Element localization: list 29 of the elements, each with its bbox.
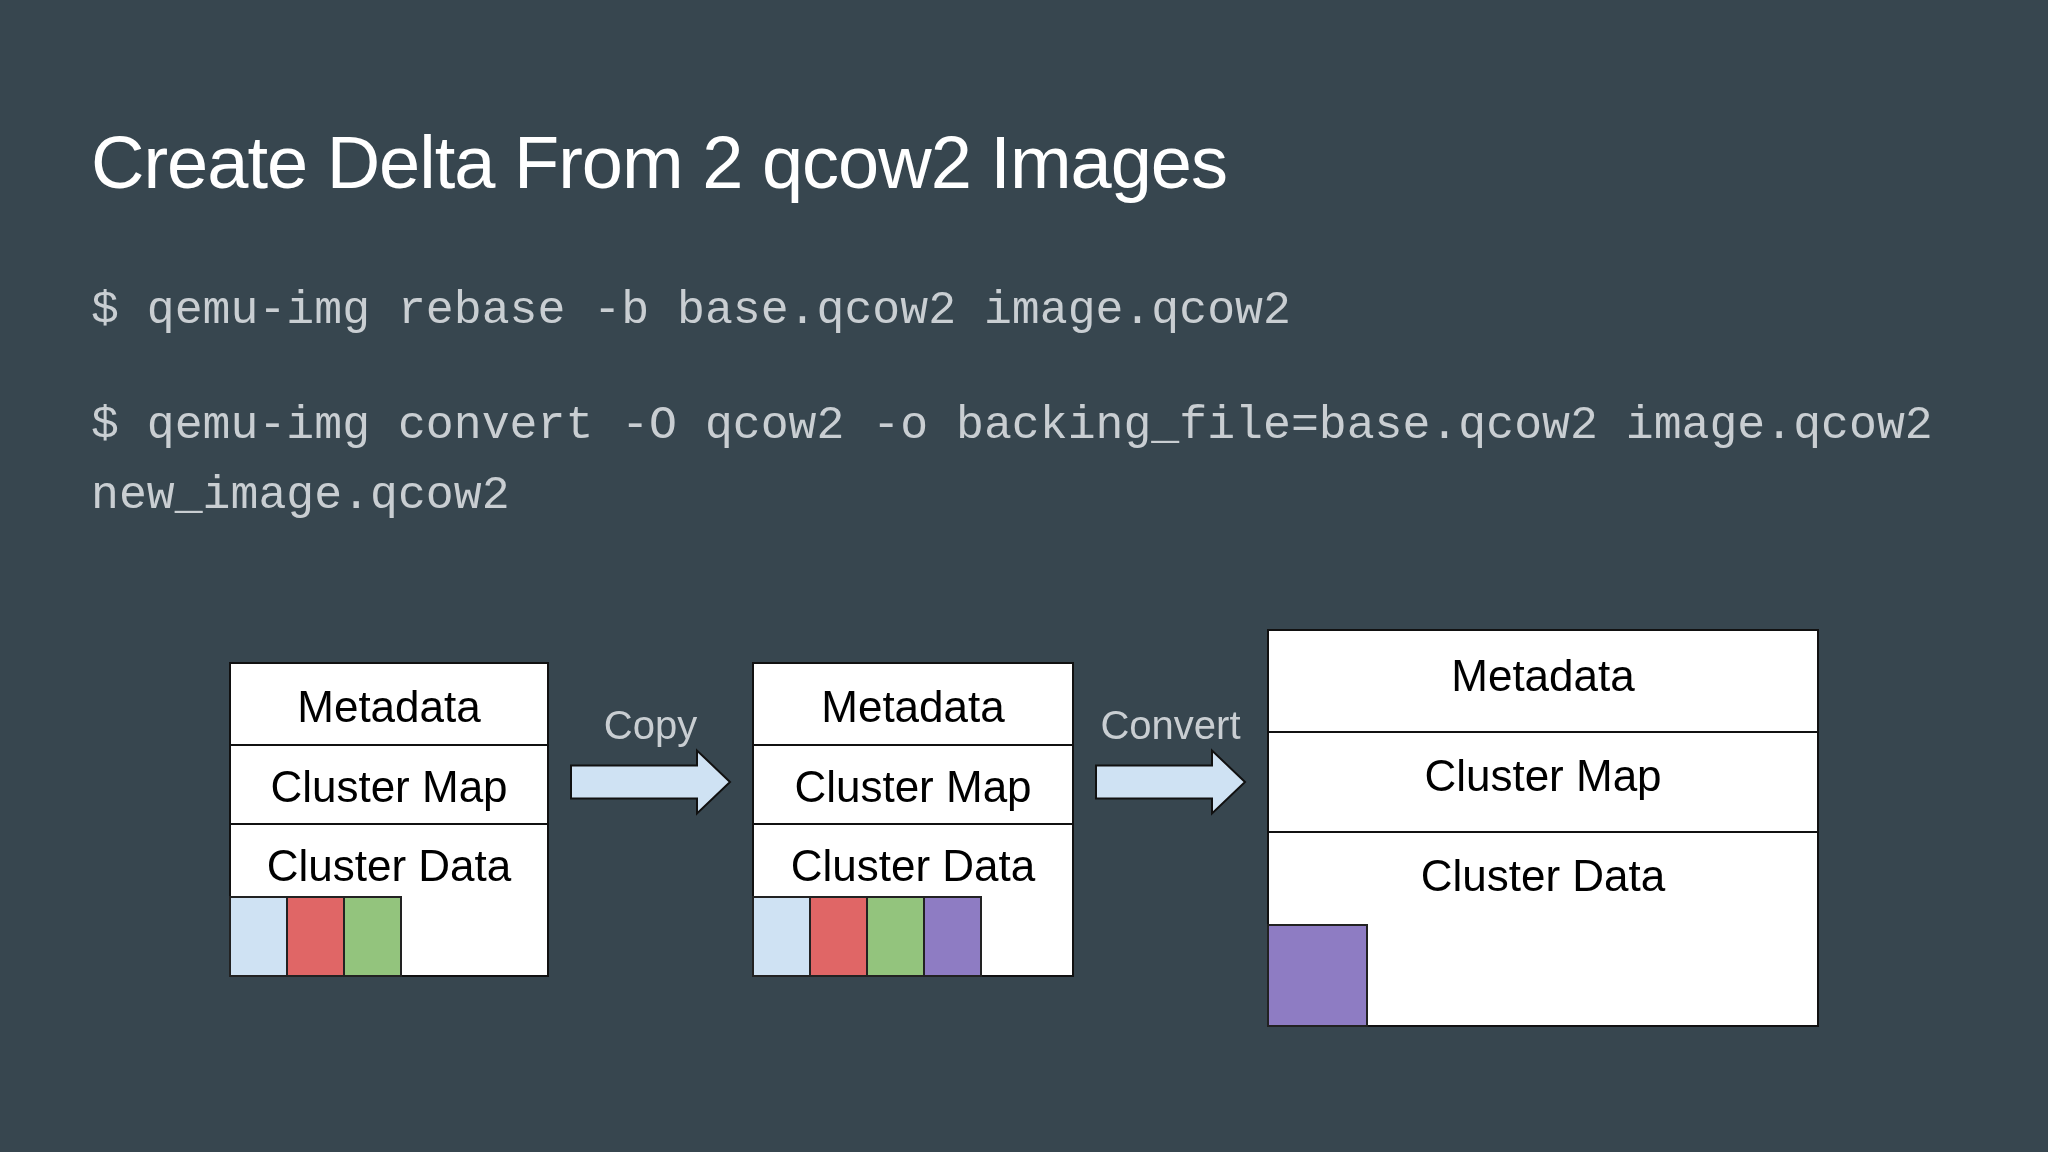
cluster-block <box>286 896 345 977</box>
arrow-label: Convert <box>1100 702 1241 749</box>
cluster-block <box>752 896 811 977</box>
section-label: Metadata <box>821 682 1005 732</box>
section-label: Cluster Data <box>1420 851 1666 901</box>
cluster-block <box>809 896 868 977</box>
section-label: Cluster Map <box>270 762 508 812</box>
image-file-box <box>229 662 549 977</box>
cluster-block <box>343 896 402 977</box>
file-section <box>231 823 547 975</box>
section-label: Cluster Map <box>1424 751 1662 801</box>
block-arrow <box>570 748 732 816</box>
block-arrow <box>1095 748 1247 816</box>
cluster-block <box>866 896 925 977</box>
section-label: Metadata <box>297 682 481 732</box>
section-label: Metadata <box>1451 651 1635 701</box>
command-line: $ qemu-img convert -O qcow2 -o backing_file=base.qcow2 image.qcow2 new_image.qcow2 <box>91 398 1934 524</box>
command-line: $ qemu-img rebase -b base.qcow2 image.qcow2 <box>91 283 1292 339</box>
cluster-block <box>923 896 982 977</box>
image-file-box <box>1267 629 1819 1027</box>
arrow-label: Copy <box>603 702 698 749</box>
file-section <box>754 823 1072 975</box>
image-file-box <box>752 662 1074 977</box>
cluster-block <box>1267 924 1368 1027</box>
section-label: Cluster Map <box>794 762 1032 812</box>
section-label: Cluster Data <box>266 841 512 891</box>
cluster-block <box>229 896 288 977</box>
file-section <box>1269 831 1817 1025</box>
section-label: Cluster Data <box>790 841 1036 891</box>
